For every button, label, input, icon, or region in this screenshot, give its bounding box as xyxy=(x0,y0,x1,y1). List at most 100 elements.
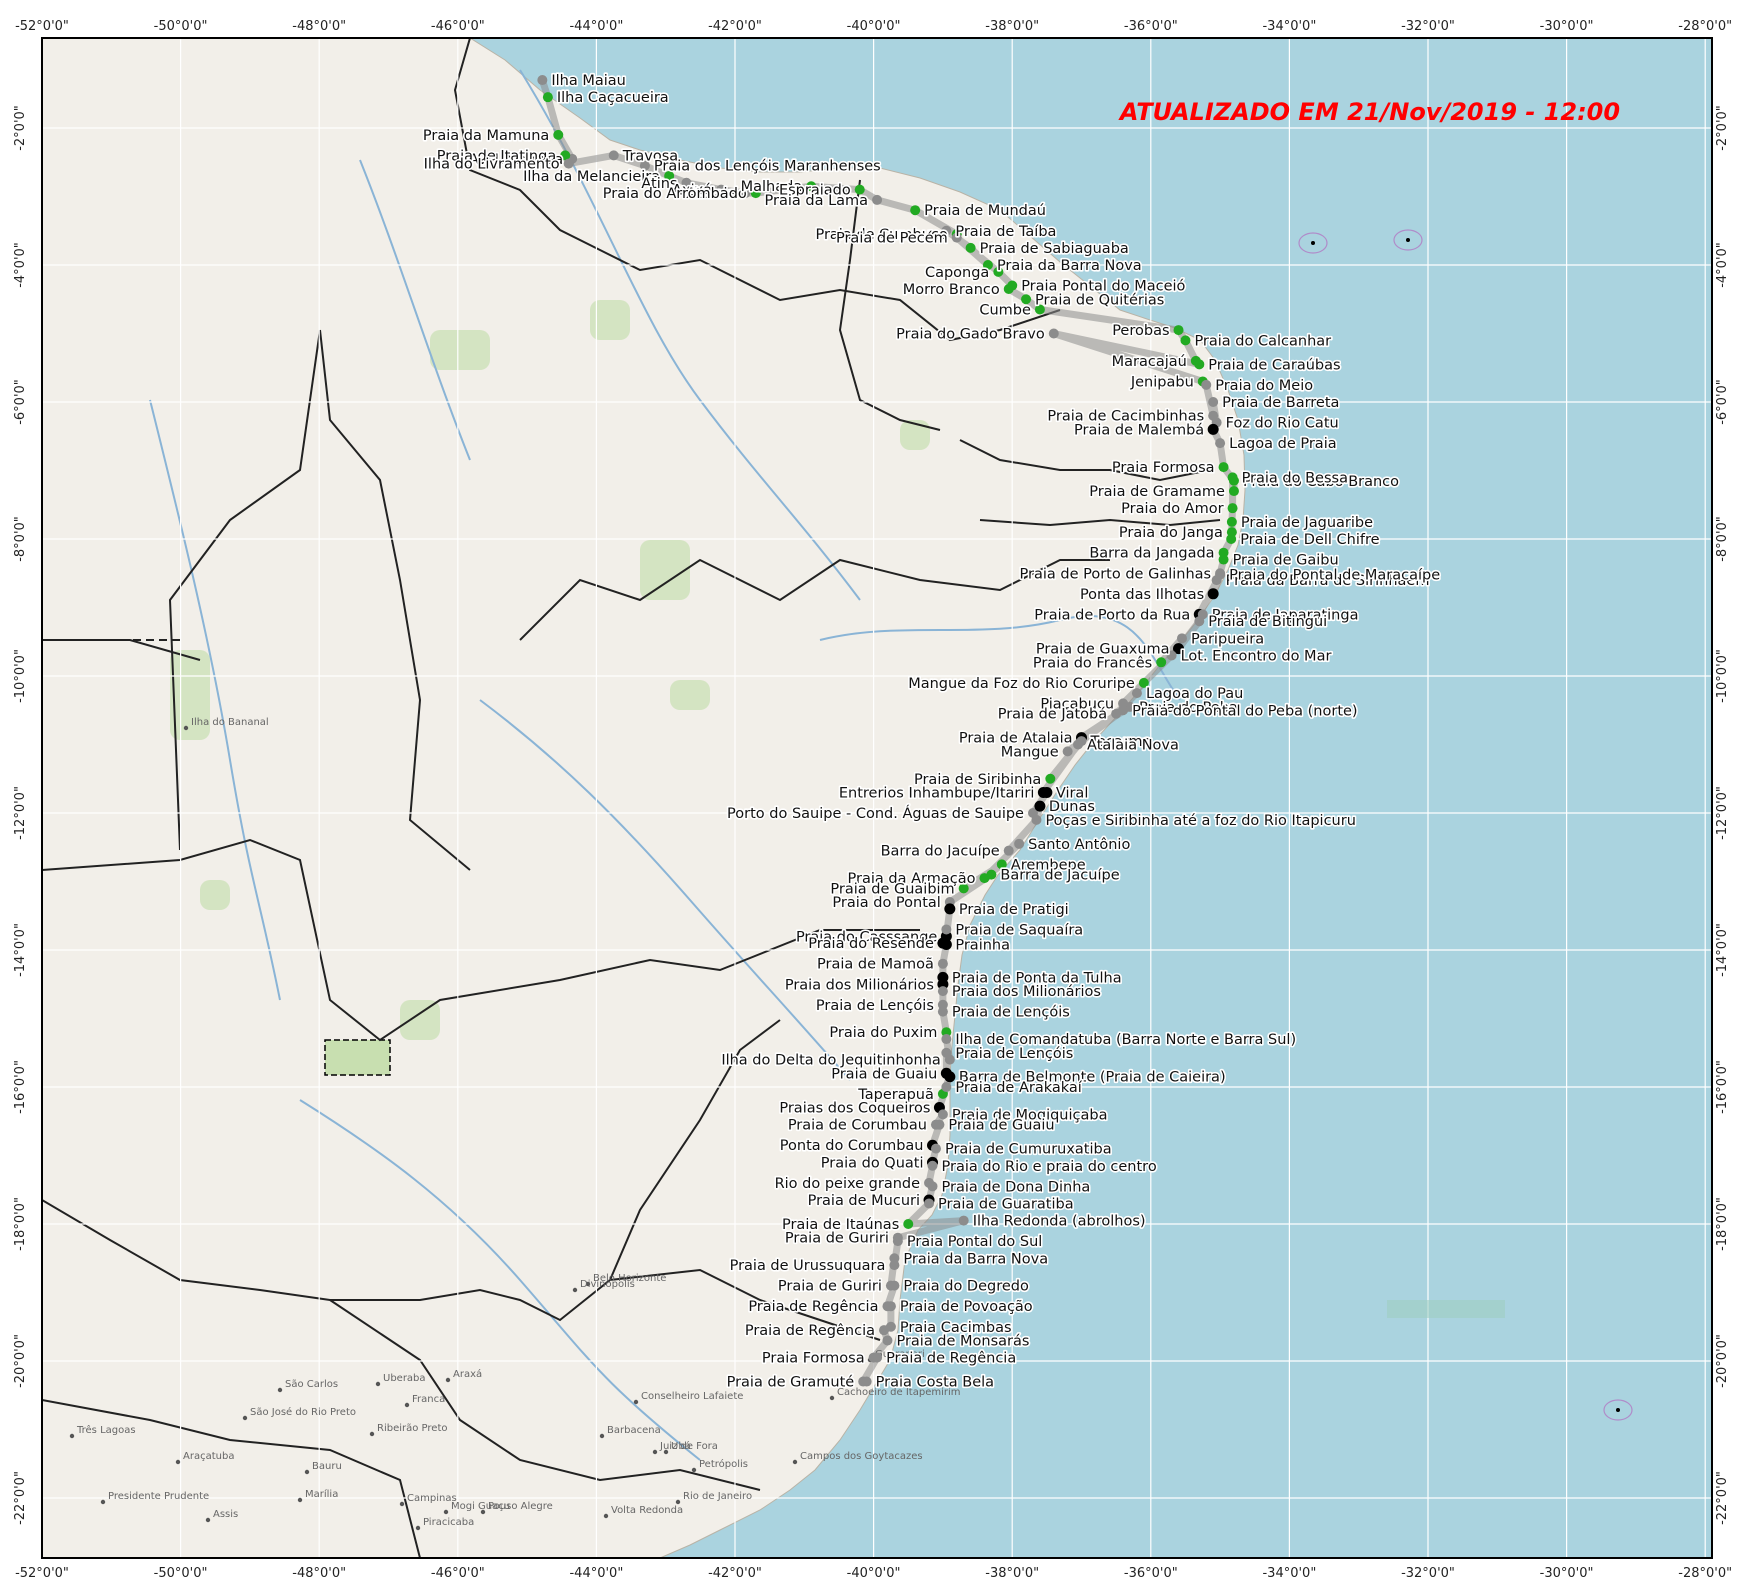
beach-point-green[interactable] xyxy=(910,205,921,216)
beach-point-gray[interactable] xyxy=(872,194,883,205)
beach-point-gray[interactable] xyxy=(937,1109,948,1120)
beach-point-gray[interactable] xyxy=(716,184,727,195)
beach-point-gray[interactable] xyxy=(861,1376,872,1387)
beach-point-gray[interactable] xyxy=(941,924,952,935)
beach-point-green[interactable] xyxy=(941,1027,952,1038)
beach-point-gray[interactable] xyxy=(882,1335,893,1346)
beach-point-green[interactable] xyxy=(1226,534,1237,544)
beach-point-gray[interactable] xyxy=(937,986,948,997)
beach-point-green[interactable] xyxy=(958,883,969,894)
beach-point-green[interactable] xyxy=(806,181,817,192)
beach-point-gray[interactable] xyxy=(608,150,619,161)
beach-point-gray[interactable] xyxy=(878,1325,889,1336)
beach-point-gray[interactable] xyxy=(1014,838,1025,849)
beach-point-green[interactable] xyxy=(1227,503,1238,514)
beach-point-gray[interactable] xyxy=(537,75,548,86)
beach-point-green[interactable] xyxy=(1003,283,1014,294)
beach-point-gray[interactable] xyxy=(1201,379,1212,390)
beach-point-green[interactable] xyxy=(993,266,1004,277)
beach-point-black[interactable] xyxy=(1034,800,1046,812)
beach-point-green[interactable] xyxy=(750,188,761,199)
beach-point-gray[interactable] xyxy=(937,1006,948,1017)
city-dot xyxy=(443,1509,449,1515)
beach-point-green[interactable] xyxy=(903,1219,914,1229)
beach-point-black[interactable] xyxy=(940,939,952,951)
beach-point-gray[interactable] xyxy=(934,1119,945,1130)
lat-label-right: -14°0'0" xyxy=(1715,923,1730,977)
beach-point-gray[interactable] xyxy=(1048,328,1059,339)
beach-label: Praia do Pontal do Peba (norte) xyxy=(1132,703,1358,719)
beach-point-gray[interactable] xyxy=(958,1215,969,1226)
beach-point-green[interactable] xyxy=(560,150,571,161)
beach-point-green[interactable] xyxy=(1156,657,1167,668)
beach-point-gray[interactable] xyxy=(930,1143,941,1154)
beach-point-gray[interactable] xyxy=(1166,650,1177,661)
beach-point-gray[interactable] xyxy=(1118,705,1129,716)
beach-point-gray[interactable] xyxy=(889,1280,900,1291)
beach-point-green[interactable] xyxy=(664,170,675,181)
beach-point-gray[interactable] xyxy=(639,160,650,171)
beach-point-green[interactable] xyxy=(965,242,976,253)
beach-point-gray[interactable] xyxy=(740,188,751,199)
beach-point-gray[interactable] xyxy=(1073,739,1084,750)
beach-point-gray[interactable] xyxy=(941,225,952,236)
beach-point-gray[interactable] xyxy=(924,1198,935,1209)
beach-label: Praia de Gaibu xyxy=(1233,553,1339,569)
beach-point-green[interactable] xyxy=(1034,304,1045,315)
beach-point-gray[interactable] xyxy=(1215,438,1226,449)
beach-point-gray[interactable] xyxy=(927,1181,938,1192)
beach-point-gray[interactable] xyxy=(885,1301,896,1312)
beach-point-green[interactable] xyxy=(996,859,1007,870)
federal-district-outline xyxy=(324,1039,391,1076)
beach-point-gray[interactable] xyxy=(941,1047,952,1058)
beach-point-gray[interactable] xyxy=(1031,814,1042,825)
beach-point-green[interactable] xyxy=(986,869,997,880)
beach-point-gray[interactable] xyxy=(872,1352,883,1363)
beach-point-green[interactable] xyxy=(854,184,865,195)
beach-point-gray[interactable] xyxy=(889,1253,900,1264)
beach-point-black[interactable] xyxy=(1207,423,1219,435)
beach-point-green[interactable] xyxy=(1228,486,1239,497)
beach-point-black[interactable] xyxy=(944,903,956,915)
beach-point-green[interactable] xyxy=(1218,462,1229,473)
beach-point-gray[interactable] xyxy=(941,1082,952,1092)
beach-point-green[interactable] xyxy=(1021,294,1032,305)
beach-point-black[interactable] xyxy=(944,1071,956,1083)
beach-point-green[interactable] xyxy=(1173,325,1184,336)
beach-point-black[interactable] xyxy=(1041,786,1053,798)
beach-point-gray[interactable] xyxy=(1131,688,1142,699)
beach-point-gray[interactable] xyxy=(937,999,948,1010)
beach-point-green[interactable] xyxy=(1194,359,1205,370)
beach-point-green[interactable] xyxy=(1180,335,1191,346)
beach-point-gray[interactable] xyxy=(951,232,962,243)
beach-point-green[interactable] xyxy=(982,260,993,270)
beach-point-gray[interactable] xyxy=(563,158,574,169)
beach-point-black[interactable] xyxy=(1207,588,1219,600)
city-dot xyxy=(585,1281,591,1287)
city-label: São Carlos xyxy=(285,1379,338,1390)
beach-point-green[interactable] xyxy=(1227,472,1238,483)
beach-point-gray[interactable] xyxy=(1194,616,1205,627)
beach-point-gray[interactable] xyxy=(927,1160,938,1171)
beach-point-gray[interactable] xyxy=(1003,845,1014,856)
beach-point-gray[interactable] xyxy=(1062,746,1073,757)
beach-point-gray[interactable] xyxy=(1215,569,1226,580)
beach-point-gray[interactable] xyxy=(889,1260,900,1271)
beach-point-gray[interactable] xyxy=(941,1034,952,1045)
beach-point-gray[interactable] xyxy=(892,1236,903,1247)
beach-point-gray[interactable] xyxy=(937,958,948,969)
beach-point-green[interactable] xyxy=(1226,516,1237,527)
beach-point-green[interactable] xyxy=(1045,773,1056,784)
beach-point-green[interactable] xyxy=(553,129,564,140)
beach-point-gray[interactable] xyxy=(1176,633,1187,644)
beach-point-green[interactable] xyxy=(542,92,553,103)
beach-point-black[interactable] xyxy=(1173,643,1185,655)
city-label: São José do Rio Preto xyxy=(250,1406,356,1418)
beach-point-gray[interactable] xyxy=(1208,397,1219,407)
beach-point-gray[interactable] xyxy=(681,177,692,188)
beach-point-green[interactable] xyxy=(1218,554,1229,565)
beach-point-green[interactable] xyxy=(1218,547,1229,558)
beach-point-green[interactable] xyxy=(1138,677,1149,688)
beach-label: Praia do Cabo Branco xyxy=(1243,474,1399,490)
